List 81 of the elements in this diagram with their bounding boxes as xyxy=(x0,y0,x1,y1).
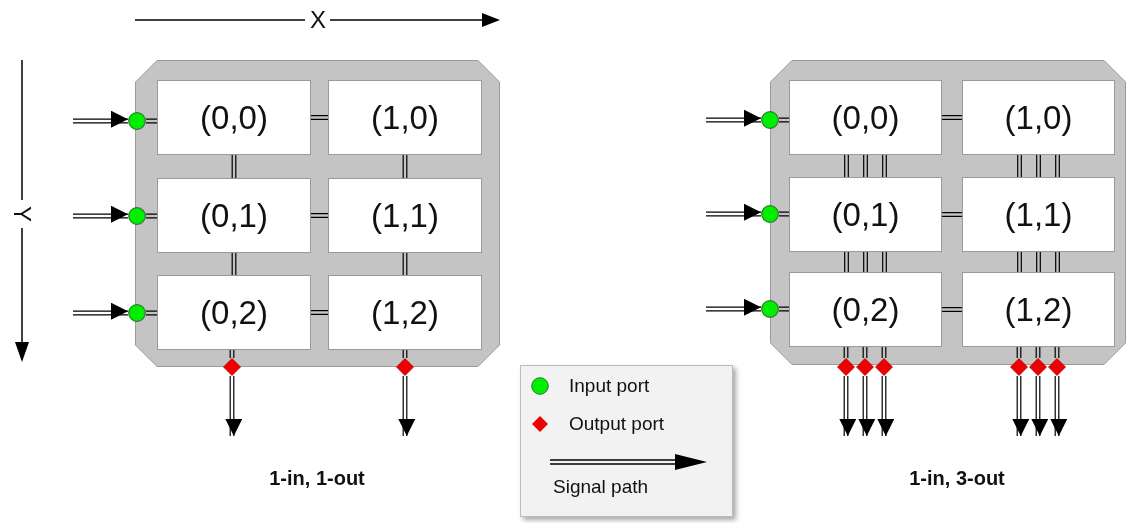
grid-cell: (0,2) xyxy=(157,275,311,350)
double-line-connector xyxy=(941,212,963,217)
legend-text: Signal path xyxy=(553,476,649,498)
double-line-connector xyxy=(145,213,158,219)
input-port-dot xyxy=(761,111,779,129)
double-line-connector xyxy=(1054,346,1060,359)
double-line-connector xyxy=(1036,154,1041,178)
grid-cell: (0,2) xyxy=(789,272,942,347)
output-port-diamond xyxy=(837,358,855,376)
double-line-connector xyxy=(231,154,237,179)
signal-arrow xyxy=(839,375,857,437)
signal-arrow xyxy=(1031,375,1049,437)
double-line-connector xyxy=(778,117,790,123)
grid-cell: (0,1) xyxy=(157,178,311,253)
signal-arrow xyxy=(72,205,129,223)
input-port-dot xyxy=(761,205,779,223)
grid-cell: (1,1) xyxy=(328,178,482,253)
input-port-dot xyxy=(128,207,146,225)
signal-arrow xyxy=(1050,375,1068,437)
output-port-diamond xyxy=(856,358,874,376)
double-line-connector xyxy=(310,213,329,218)
grid-cell: (1,2) xyxy=(328,275,482,350)
double-line-connector xyxy=(881,346,887,359)
double-line-connector xyxy=(1035,346,1041,359)
grid-cell: (1,0) xyxy=(962,80,1115,155)
signal-arrow xyxy=(72,110,129,128)
double-line-connector xyxy=(843,346,849,359)
double-line-connector xyxy=(402,154,408,179)
double-line-connector xyxy=(863,154,868,178)
output-port-diamond xyxy=(223,358,241,376)
grid-cell: (0,0) xyxy=(789,80,942,155)
output-port-diamond xyxy=(875,358,893,376)
double-line-connector xyxy=(310,115,329,120)
legend-text: Output port xyxy=(569,413,665,435)
panel-caption: 1-in, 3-out xyxy=(909,466,1005,490)
double-line-connector xyxy=(145,310,158,316)
grid-cell: (1,2) xyxy=(962,272,1115,347)
input-port-dot xyxy=(761,300,779,318)
axis-label: X xyxy=(310,8,326,32)
double-line-connector xyxy=(1036,251,1041,273)
double-line-connector xyxy=(145,118,158,124)
grid-cell: (1,0) xyxy=(328,80,482,155)
signal-arrow xyxy=(705,109,762,127)
double-line-connector xyxy=(941,307,963,312)
double-line-connector xyxy=(941,115,963,120)
signal-arrow xyxy=(705,298,762,316)
signal-arrow xyxy=(877,375,895,437)
signal-arrow xyxy=(225,375,243,437)
double-line-connector xyxy=(863,251,868,273)
panel-caption: 1-in, 1-out xyxy=(269,466,365,490)
signal-arrow xyxy=(705,203,762,221)
legend-text: Input port xyxy=(569,375,650,397)
double-line-connector xyxy=(1016,346,1022,359)
output-port-diamond xyxy=(1048,358,1066,376)
double-line-connector xyxy=(1055,154,1060,178)
double-line-connector xyxy=(862,346,868,359)
double-line-connector xyxy=(231,252,237,276)
input-port-dot xyxy=(128,112,146,130)
grid-cell: (0,1) xyxy=(789,177,942,252)
signal-arrow xyxy=(72,302,129,320)
double-line-connector xyxy=(844,154,849,178)
output-port-diamond xyxy=(396,358,414,376)
double-line-connector xyxy=(844,251,849,273)
grid-cell: (0,0) xyxy=(157,80,311,155)
double-line-connector xyxy=(882,154,887,178)
double-line-connector xyxy=(778,211,790,217)
double-line-connector xyxy=(778,306,790,312)
double-line-connector xyxy=(882,251,887,273)
input-port-dot xyxy=(128,304,146,322)
signal-arrow xyxy=(398,375,416,437)
double-line-connector xyxy=(402,252,408,276)
double-line-connector xyxy=(1017,154,1022,178)
output-port-diamond xyxy=(1029,358,1047,376)
double-line-connector xyxy=(310,310,329,315)
grid-cell: (1,1) xyxy=(962,177,1115,252)
axis-label: Y xyxy=(10,206,34,222)
double-line-connector xyxy=(1055,251,1060,273)
signal-arrow xyxy=(1012,375,1030,437)
double-line-connector xyxy=(1017,251,1022,273)
output-port-diamond xyxy=(1010,358,1028,376)
signal-arrow xyxy=(858,375,876,437)
